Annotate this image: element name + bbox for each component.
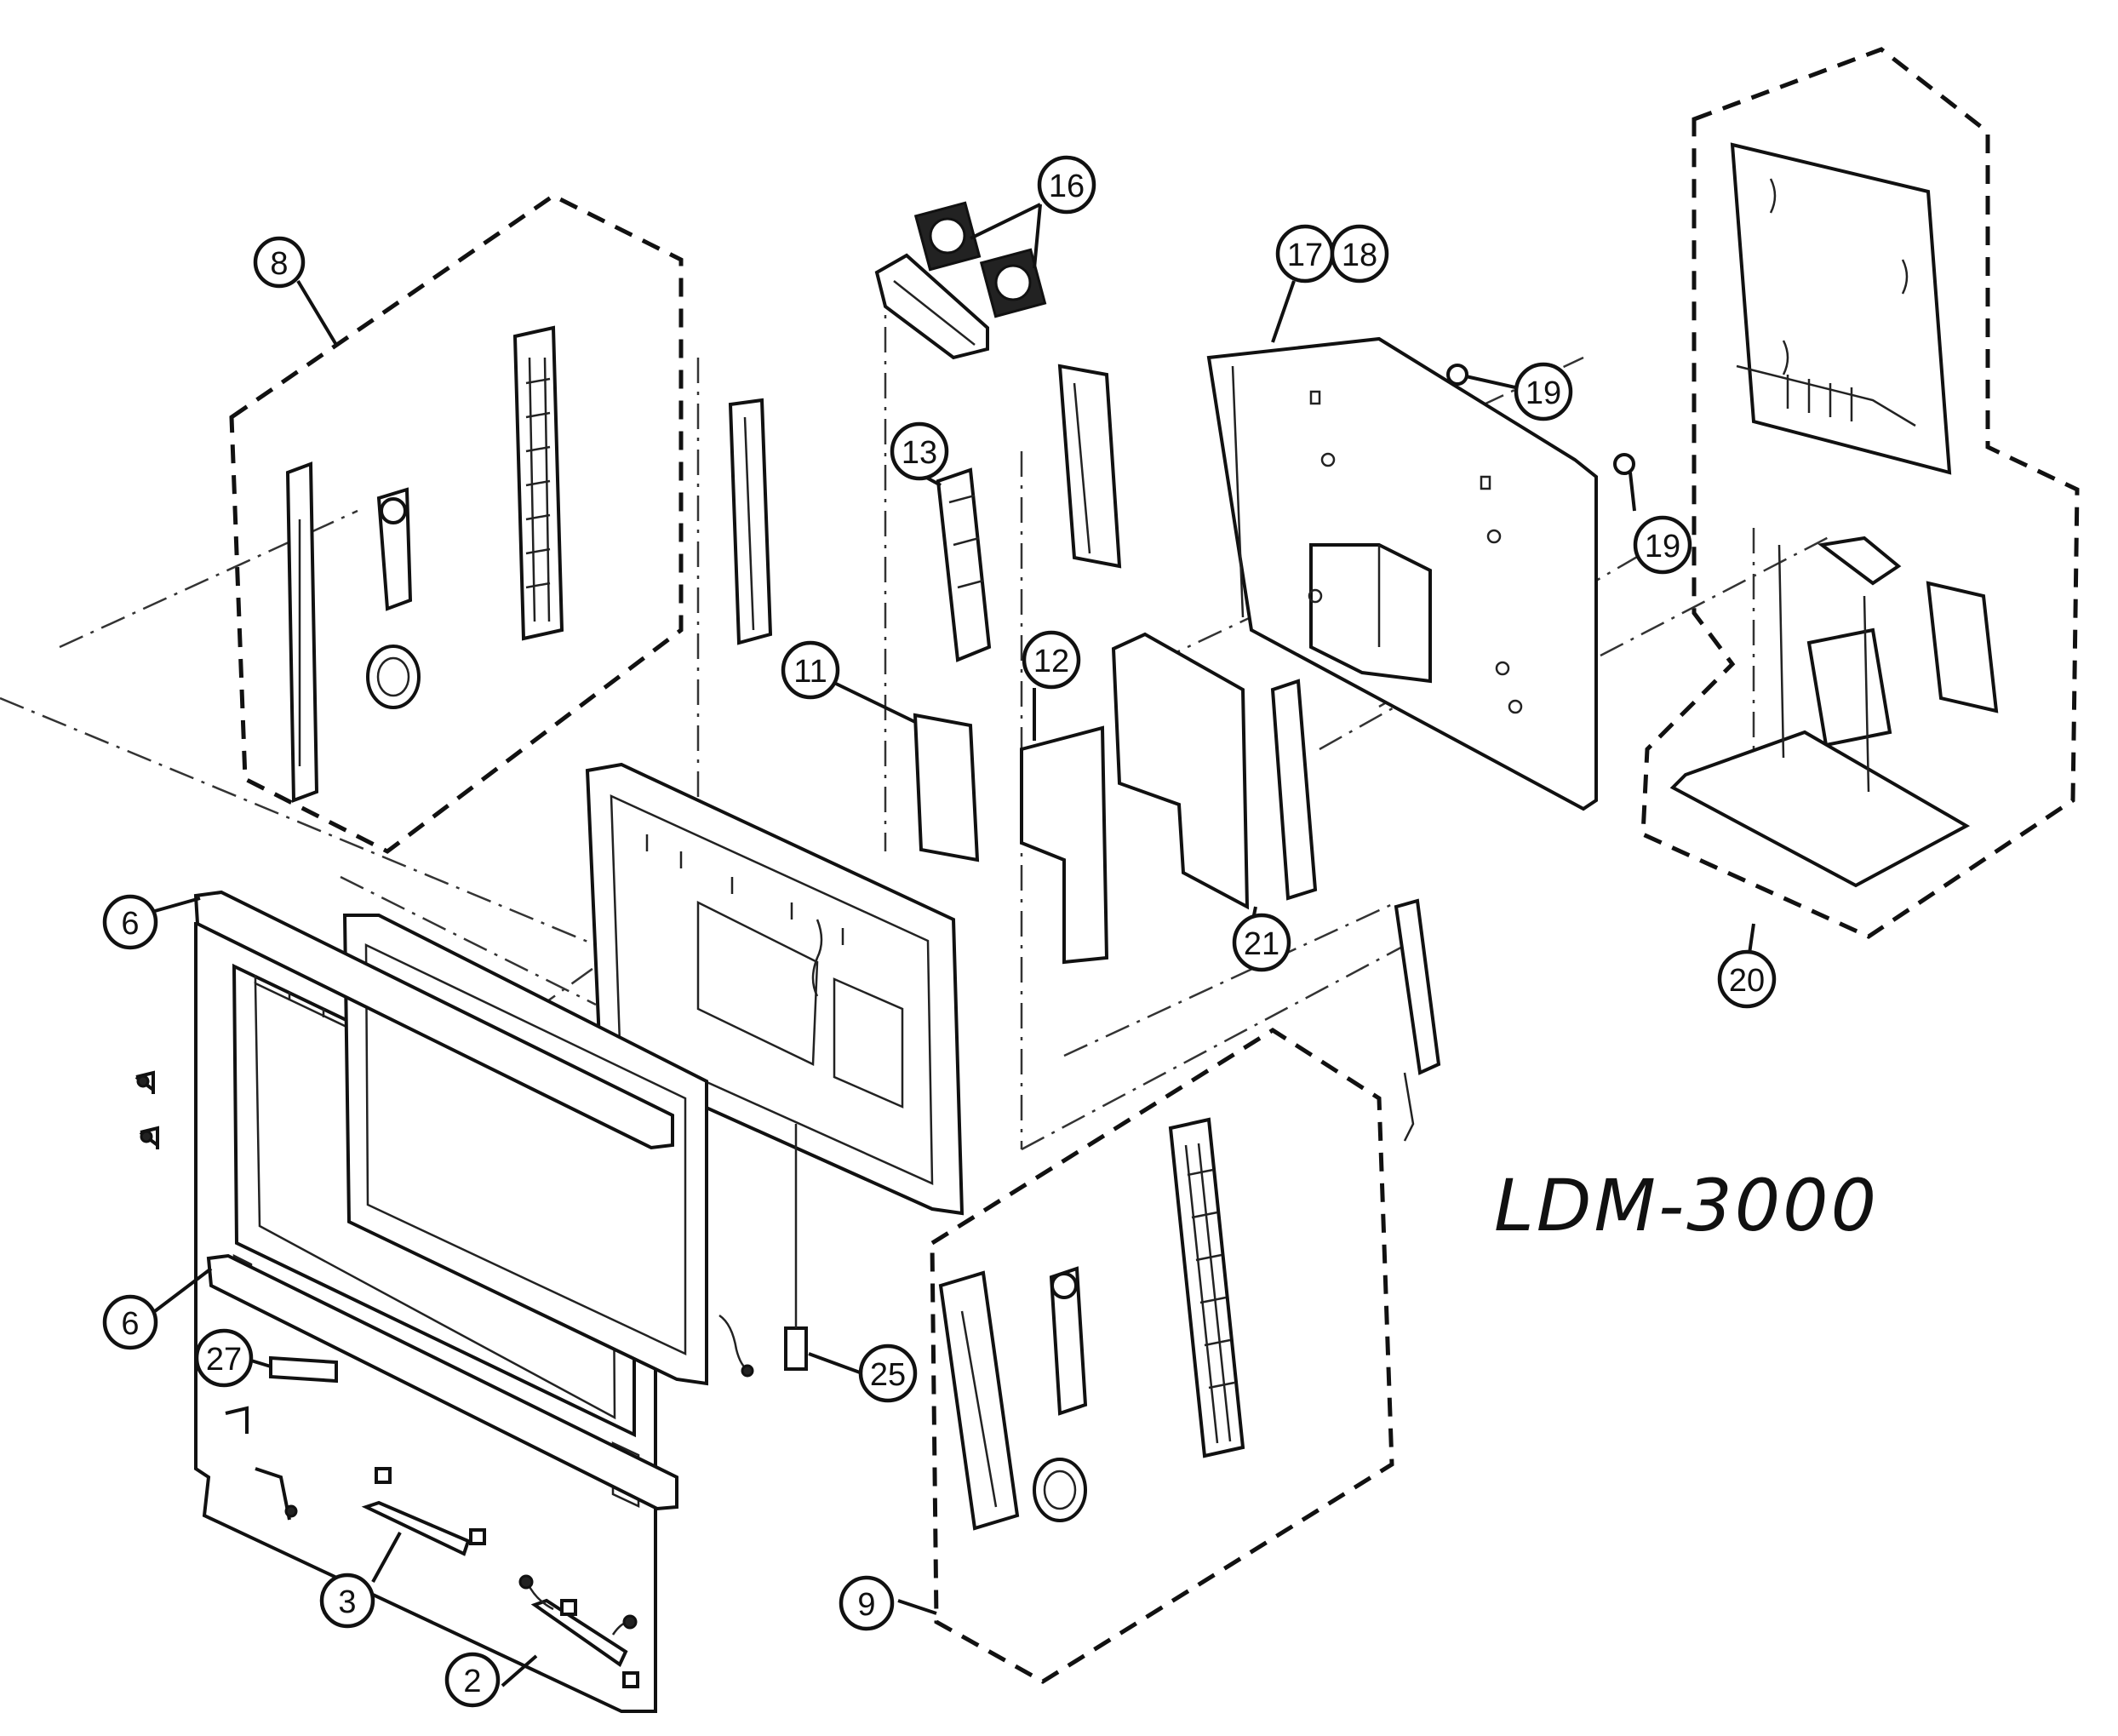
callout-25: 25: [858, 1344, 918, 1403]
small-brackets-left: [135, 1070, 298, 1521]
stand-assembly: [1669, 142, 1999, 888]
rail-6-bottom: [206, 1253, 678, 1511]
callout-16: 16: [1037, 155, 1096, 215]
group-boundary-9: [930, 1028, 1394, 1684]
callout-label-21: 21: [1244, 926, 1279, 962]
grommet-19b: [1613, 453, 1635, 475]
speaker-assembly-left: [285, 325, 564, 803]
grommet-19a: [1446, 364, 1468, 386]
side-strip-right: [1270, 679, 1318, 901]
back-cabinet: [1206, 336, 1598, 811]
callout-17: 17: [1275, 224, 1335, 284]
side-bracket-far-right: [1394, 898, 1441, 1075]
callout-label-25: 25: [870, 1357, 906, 1393]
callout-label-19-bottom: 19: [1645, 529, 1680, 564]
callout-label-19-top: 19: [1526, 375, 1561, 411]
side-bracket-left-detail: [743, 416, 755, 631]
callout-9: 9: [839, 1575, 895, 1631]
callout-label-6-top: 6: [121, 906, 139, 942]
callout-2: 2: [444, 1652, 501, 1708]
callout-label-2: 2: [463, 1664, 481, 1699]
group-boundary-8: [229, 193, 684, 854]
callout-11: 11: [781, 640, 840, 700]
glass-panel-inner: [364, 943, 687, 1355]
callout-label-9: 9: [857, 1587, 875, 1623]
connector-bar-3: [361, 1467, 486, 1556]
callout-label-20: 20: [1729, 963, 1765, 999]
pcb-11: [913, 713, 980, 862]
callout-19-bottom: 19: [1633, 515, 1692, 575]
callout-6-bottom: 6: [102, 1294, 158, 1350]
callout-label-11: 11: [793, 654, 827, 690]
callout-12: 12: [1022, 630, 1081, 690]
side-bracket-far-right-detail: [1403, 1072, 1415, 1142]
model-label: LDM-3000: [1494, 1164, 1879, 1247]
callout-label-27: 27: [206, 1342, 242, 1378]
callout-3: 3: [319, 1573, 375, 1629]
callout-label-8: 8: [270, 246, 288, 282]
leader-lines: [153, 203, 1755, 1687]
callout-label-3: 3: [338, 1584, 356, 1620]
rail-6-top: [193, 890, 674, 1150]
clamp-25: [718, 919, 823, 1378]
callout-6-top: 6: [102, 894, 158, 950]
callout-label-17: 17: [1287, 238, 1323, 273]
cooling-fans: [874, 201, 1047, 360]
callout-19-top: 19: [1514, 362, 1573, 421]
side-bracket-left: [728, 398, 773, 645]
side-bracket-center-detail: [1073, 382, 1091, 554]
callout-18: 18: [1330, 224, 1389, 284]
board-27: [269, 1355, 338, 1384]
callout-label-12: 12: [1033, 644, 1069, 679]
callout-label-18: 18: [1342, 238, 1377, 273]
group-boundary-20: [1640, 47, 2080, 939]
callout-13: 13: [890, 421, 949, 481]
pcb-13: [936, 467, 992, 662]
callout-label-13: 13: [902, 435, 937, 471]
callout-27: 27: [194, 1328, 254, 1388]
shield-plate-12: [1020, 725, 1109, 965]
cable-2: [518, 1574, 639, 1688]
callout-label-16: 16: [1049, 169, 1085, 204]
pcb-13-detail: [948, 494, 984, 589]
callout-21: 21: [1232, 913, 1291, 972]
callout-8: 8: [253, 236, 306, 289]
callout-20: 20: [1717, 949, 1777, 1009]
side-bracket-center: [1057, 364, 1122, 569]
callout-label-6-bottom: 6: [121, 1306, 139, 1342]
rear-cover-21: [1111, 632, 1250, 910]
speaker-assembly-right: [938, 1117, 1245, 1531]
